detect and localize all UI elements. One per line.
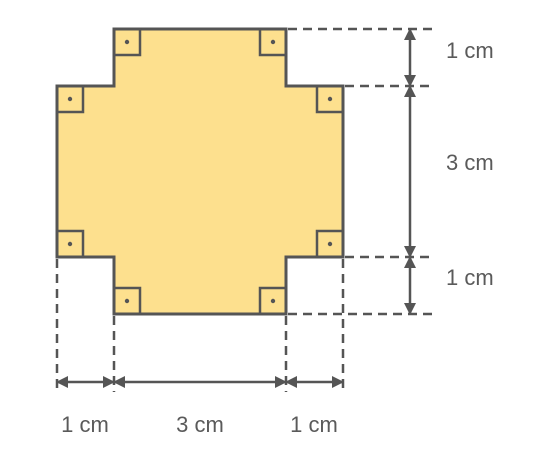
- dimension-arrows: [56, 28, 416, 388]
- cross-shape: [55, 27, 345, 316]
- right-angle-marker: [55, 229, 85, 259]
- right-angle-marker: [112, 27, 142, 57]
- right-angle-marker: [258, 286, 288, 316]
- right-angle-marker: [258, 27, 288, 57]
- label-bottom-left: 1 cm: [61, 412, 109, 437]
- right-angle-marker: [315, 84, 345, 114]
- right-angle-marker: [315, 229, 345, 259]
- right-angle-marker: [55, 84, 85, 114]
- right-angle-markers: [55, 27, 345, 316]
- right-angle-marker: [112, 286, 142, 316]
- label-right-top: 1 cm: [446, 38, 494, 63]
- label-bottom-right: 1 cm: [290, 412, 338, 437]
- label-right-bottom: 1 cm: [446, 265, 494, 290]
- label-right-middle: 3 cm: [446, 150, 494, 175]
- label-bottom-middle: 3 cm: [176, 412, 224, 437]
